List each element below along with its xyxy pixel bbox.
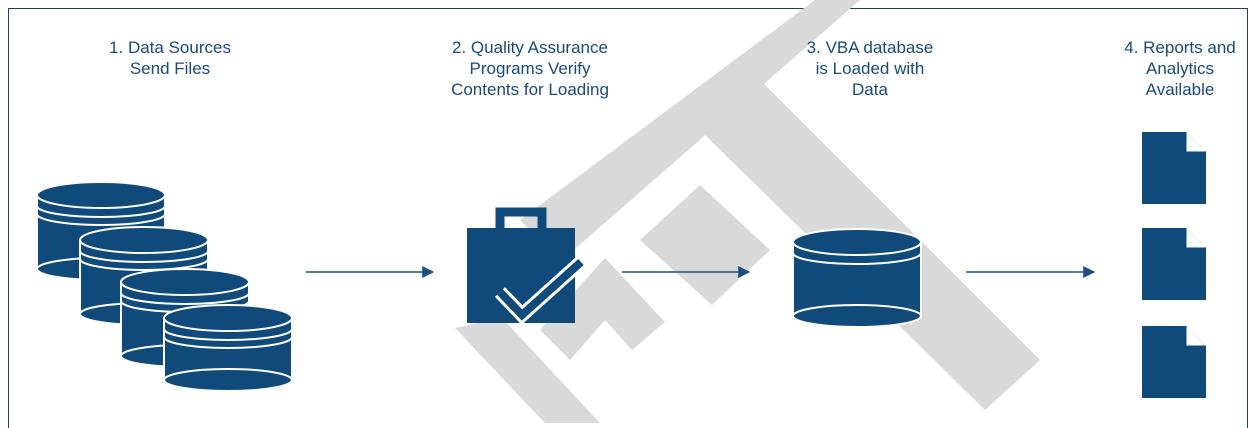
document-icon bbox=[1142, 132, 1206, 204]
shopping-bag-check-icon bbox=[467, 207, 586, 325]
step-1-label: 1. Data Sources Send Files bbox=[109, 38, 231, 78]
document-icon bbox=[1142, 326, 1206, 398]
step-3-label: 3. VBA database is Loaded with Data bbox=[806, 38, 934, 99]
document-icon bbox=[1142, 228, 1206, 300]
diagram-border bbox=[8, 8, 1248, 428]
step-4-label: 4. Reports and Analytics Available bbox=[1124, 38, 1236, 99]
database-icon bbox=[792, 228, 922, 328]
stacked-databases-icon bbox=[36, 181, 293, 392]
step-2-label: 2. Quality Assurance Programs Verify Con… bbox=[451, 38, 609, 99]
